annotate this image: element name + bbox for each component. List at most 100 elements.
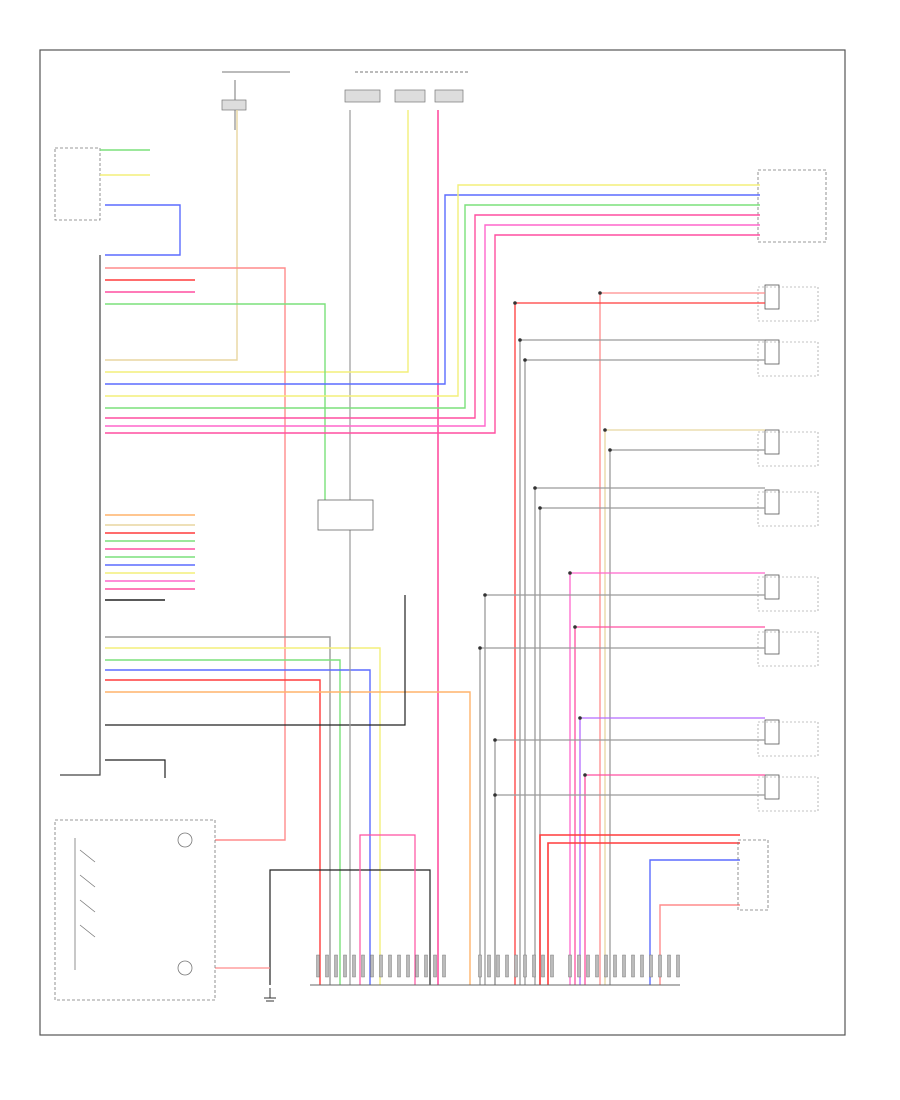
amplifier-pin: [613, 954, 617, 978]
amplifier-pin: [541, 954, 545, 978]
speaker-housing: [757, 491, 819, 527]
wire-bottom-gray: [105, 636, 331, 985]
amplifier-pin: [325, 954, 329, 978]
amplifier-pin: [352, 954, 356, 978]
amplifier-pin: [568, 954, 572, 978]
amplifier-pin: [676, 954, 680, 978]
wire-radio-magenta: [105, 224, 760, 427]
amplifier-pin: [370, 954, 374, 978]
amplifier-pin: [361, 954, 365, 978]
amplifier-pin: [388, 954, 392, 978]
ground-point: [264, 988, 276, 1002]
wire-bottom-yellow: [105, 647, 381, 985]
power-antenna: [737, 839, 769, 911]
speaker-housing: [757, 576, 819, 612]
steering-connector-bottom: [177, 960, 193, 976]
amplifier-pin: [649, 954, 653, 978]
antenna-relay-module: [317, 499, 374, 531]
amplifier-pin: [667, 954, 671, 978]
wire-bottom-orange: [105, 691, 471, 985]
splice-dot: [573, 625, 577, 629]
amplifier-pin: [487, 954, 491, 978]
splice-dot: [603, 428, 607, 432]
speaker-symbol: [764, 339, 780, 365]
amplifier-pin: [343, 954, 347, 978]
speaker-group: [757, 284, 819, 812]
rear-speaker-right-top: [757, 169, 827, 243]
wire-radio-green2: [105, 204, 760, 409]
splice-dot: [478, 646, 482, 650]
splice-dot: [568, 571, 572, 575]
speaker-symbol: [764, 719, 780, 745]
wire-radio-salmon: [105, 267, 286, 841]
amplifier-pin: [514, 954, 518, 978]
splice-dot: [493, 738, 497, 742]
wire-bottom-green: [105, 659, 341, 985]
power-top-left: [221, 71, 290, 130]
amplifier-pin: [415, 954, 419, 978]
wire-speaker-feed: [479, 647, 765, 985]
wire-speaker-feed: [604, 429, 765, 985]
amplifier-pin: [433, 954, 437, 978]
wire-yellow-feed: [105, 110, 409, 373]
speaker-housing: [757, 776, 819, 812]
splice-dot: [598, 291, 602, 295]
amplifier-pin: [334, 954, 338, 978]
speaker-housing: [757, 341, 819, 377]
speaker-symbol: [764, 629, 780, 655]
amplifier-pin: [397, 954, 401, 978]
splice-dot: [608, 448, 612, 452]
speaker-housing: [757, 631, 819, 667]
wire-radio-green: [105, 303, 326, 500]
amplifier-pin: [640, 954, 644, 978]
amplifier-pin: [631, 954, 635, 978]
wire-speaker-feed: [599, 292, 765, 985]
splice-dot: [483, 593, 487, 597]
wire-antenna-blue: [649, 859, 740, 985]
amplifier-pin: [406, 954, 410, 978]
splice-dot: [533, 486, 537, 490]
instrument-panel: [54, 147, 101, 221]
amplifier-pin: [379, 954, 383, 978]
splice-dot: [538, 506, 542, 510]
speaker-housing: [757, 431, 819, 467]
wire-speaker-feed: [519, 339, 765, 985]
amplifier-pin: [604, 954, 608, 978]
amplifier-pin: [622, 954, 626, 978]
power-top-mid: [344, 71, 470, 103]
wire-antenna-red2: [547, 842, 740, 985]
amplifier-pin: [505, 954, 509, 978]
amplifier-pin: [316, 954, 320, 978]
splice-dot: [493, 793, 497, 797]
speaker-symbol: [764, 429, 780, 455]
speaker-symbol: [764, 774, 780, 800]
amplifier-pins: [316, 954, 680, 978]
speaker-housing: [757, 721, 819, 757]
wire-speaker-feed: [484, 594, 765, 985]
wire-ground-black: [105, 759, 166, 778]
wire-speaker-feed: [514, 302, 765, 985]
amplifier-pin: [523, 954, 527, 978]
wire-speaker-feed: [524, 359, 765, 985]
amplifier-pin: [577, 954, 581, 978]
wire-amp-ground: [269, 869, 431, 985]
wire-bottom-red: [105, 679, 321, 985]
wire-radio-yellow: [105, 184, 760, 397]
speaker-symbol: [764, 489, 780, 515]
wire-speaker-feed: [574, 626, 765, 985]
wire-inst-blue: [105, 204, 181, 256]
wire-speaker-feed: [569, 572, 765, 985]
amplifier-pin: [496, 954, 500, 978]
amplifier-pin: [532, 954, 536, 978]
wire-antenna-red: [539, 834, 740, 985]
amplifier-pin: [550, 954, 554, 978]
amplifier-pin: [424, 954, 428, 978]
splice-dot: [513, 301, 517, 305]
amplifier-pin: [586, 954, 590, 978]
speaker-symbol: [764, 574, 780, 600]
splice-dot: [518, 338, 522, 342]
wire-speaker-feed: [539, 507, 765, 985]
wire-amp-pink: [359, 834, 416, 985]
